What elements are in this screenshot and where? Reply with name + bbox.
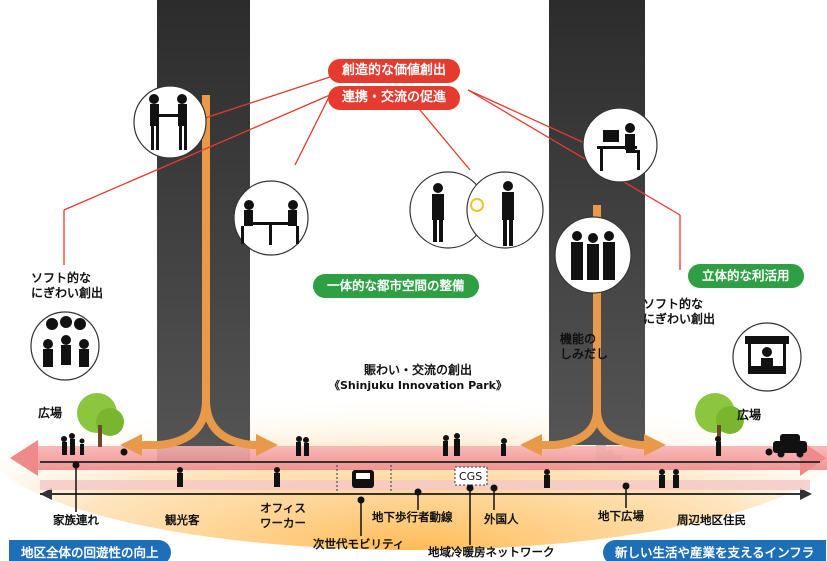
label-family: 家族連れ: [53, 513, 99, 527]
conversation-icon: [554, 216, 632, 294]
tree-icon: [695, 393, 744, 447]
performance-icon: [30, 311, 100, 381]
plaza-right-label: 広場: [737, 408, 762, 422]
label-office-worker: オフィス ワーカー: [260, 501, 306, 530]
car-icon: [773, 434, 807, 458]
banner-walkability: 地区全体の回遊性の向上: [9, 540, 171, 561]
label-resident: 周辺地区住民: [677, 513, 746, 527]
banner-infrastructure: 新しい生活や産業を支えるインフラ: [603, 540, 827, 561]
bus-icon: [352, 470, 374, 488]
plaza-left-label: 広場: [38, 406, 63, 420]
market-stall-icon: [732, 322, 802, 392]
soft-buzz-right: ソフト的な にぎわい創出: [643, 297, 716, 326]
label-tourist: 観光客: [165, 513, 200, 527]
label-foreigner: 外国人: [484, 512, 519, 526]
office-desk-icon: [582, 107, 658, 183]
connector-lines: [63, 76, 681, 270]
goal-collaboration: 連携・交流の促進: [328, 86, 461, 110]
cgs-label: CGS: [459, 470, 483, 483]
handshake-icon: [133, 85, 207, 159]
pedestrian-icon: [177, 467, 679, 488]
street-band: [10, 446, 827, 470]
urban-space-label: 一体的な都市空間の整備: [313, 274, 479, 298]
label-heating-network: 地域冷暖房ネットワーク: [428, 545, 555, 559]
soft-buzz-left: ソフト的な にぎわい創出: [31, 271, 104, 300]
pedestrian-icon: [61, 433, 721, 456]
function-spillover: 機能の しみだし: [560, 332, 609, 361]
tree-icon: [77, 393, 124, 447]
label-next-mobility: 次世代モビリティ: [313, 537, 405, 551]
idea-icon: [409, 171, 544, 249]
street-arrow-left: [10, 440, 38, 476]
buzz-creation: 賑わい・交流の創出 《Shinjuku Innovation Park》: [328, 363, 507, 392]
goal-creative-value: 創造的な価値創出: [328, 59, 461, 83]
label-underground-walkway: 地下歩行者動線: [372, 510, 453, 524]
vertical-use-label: 立体的な利活用: [688, 264, 804, 288]
dining-icon: [233, 180, 309, 256]
label-underground-plaza: 地下広場: [598, 509, 644, 523]
